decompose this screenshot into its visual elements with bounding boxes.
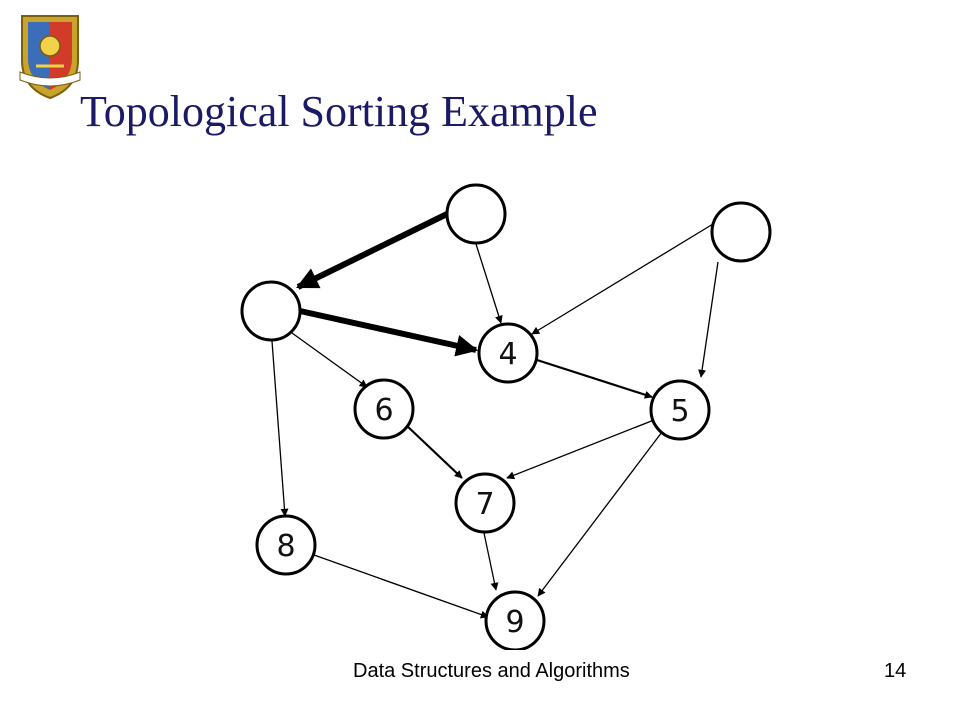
graph-node-8 [255, 514, 317, 576]
slide-title: Topological Sorting Example [80, 87, 598, 136]
edge-left-to-4 [299, 308, 479, 357]
graph-node-6-label: 6 [374, 393, 393, 428]
edge-5-to-7 [506, 419, 655, 480]
graph-node-7 [454, 472, 516, 534]
edge-4-to-5 [536, 358, 653, 399]
edge-5-to-9 [537, 431, 663, 597]
edge-8-to-9 [313, 554, 489, 619]
graph-node-left [240, 280, 302, 342]
edge-7-to-9 [483, 532, 499, 591]
graph-node-4-label: 4 [498, 337, 517, 372]
dag-diagram: 4 6 5 7 8 9 [240, 183, 772, 650]
graph-node-9 [484, 590, 546, 650]
graph-node-right [710, 201, 772, 263]
graph-node-9-label: 9 [505, 605, 524, 640]
edge-6-to-7 [405, 424, 463, 479]
page-number: 14 [884, 660, 907, 682]
institute-crest-icon [19, 15, 81, 100]
edges [271, 211, 719, 619]
edge-right-to-5 [698, 261, 719, 378]
graph-node-8-label: 8 [276, 529, 295, 564]
graph-node-top [445, 183, 507, 245]
graph-node-6 [353, 378, 415, 440]
edge-right-to-4 [531, 223, 714, 335]
edge-top-to-left [296, 211, 449, 290]
edge-top-to-4 [475, 243, 503, 324]
graph-node-7-label: 7 [475, 487, 494, 522]
nodes: 4 6 5 7 8 9 [240, 183, 772, 650]
edge-left-to-6 [291, 332, 368, 388]
graph-node-5 [649, 379, 711, 441]
graph-node-5-label: 5 [670, 394, 689, 429]
footer-course-title: Data Structures and Algorithms [353, 660, 630, 682]
graph-node-4 [477, 322, 539, 384]
edge-left-to-8 [271, 340, 289, 517]
